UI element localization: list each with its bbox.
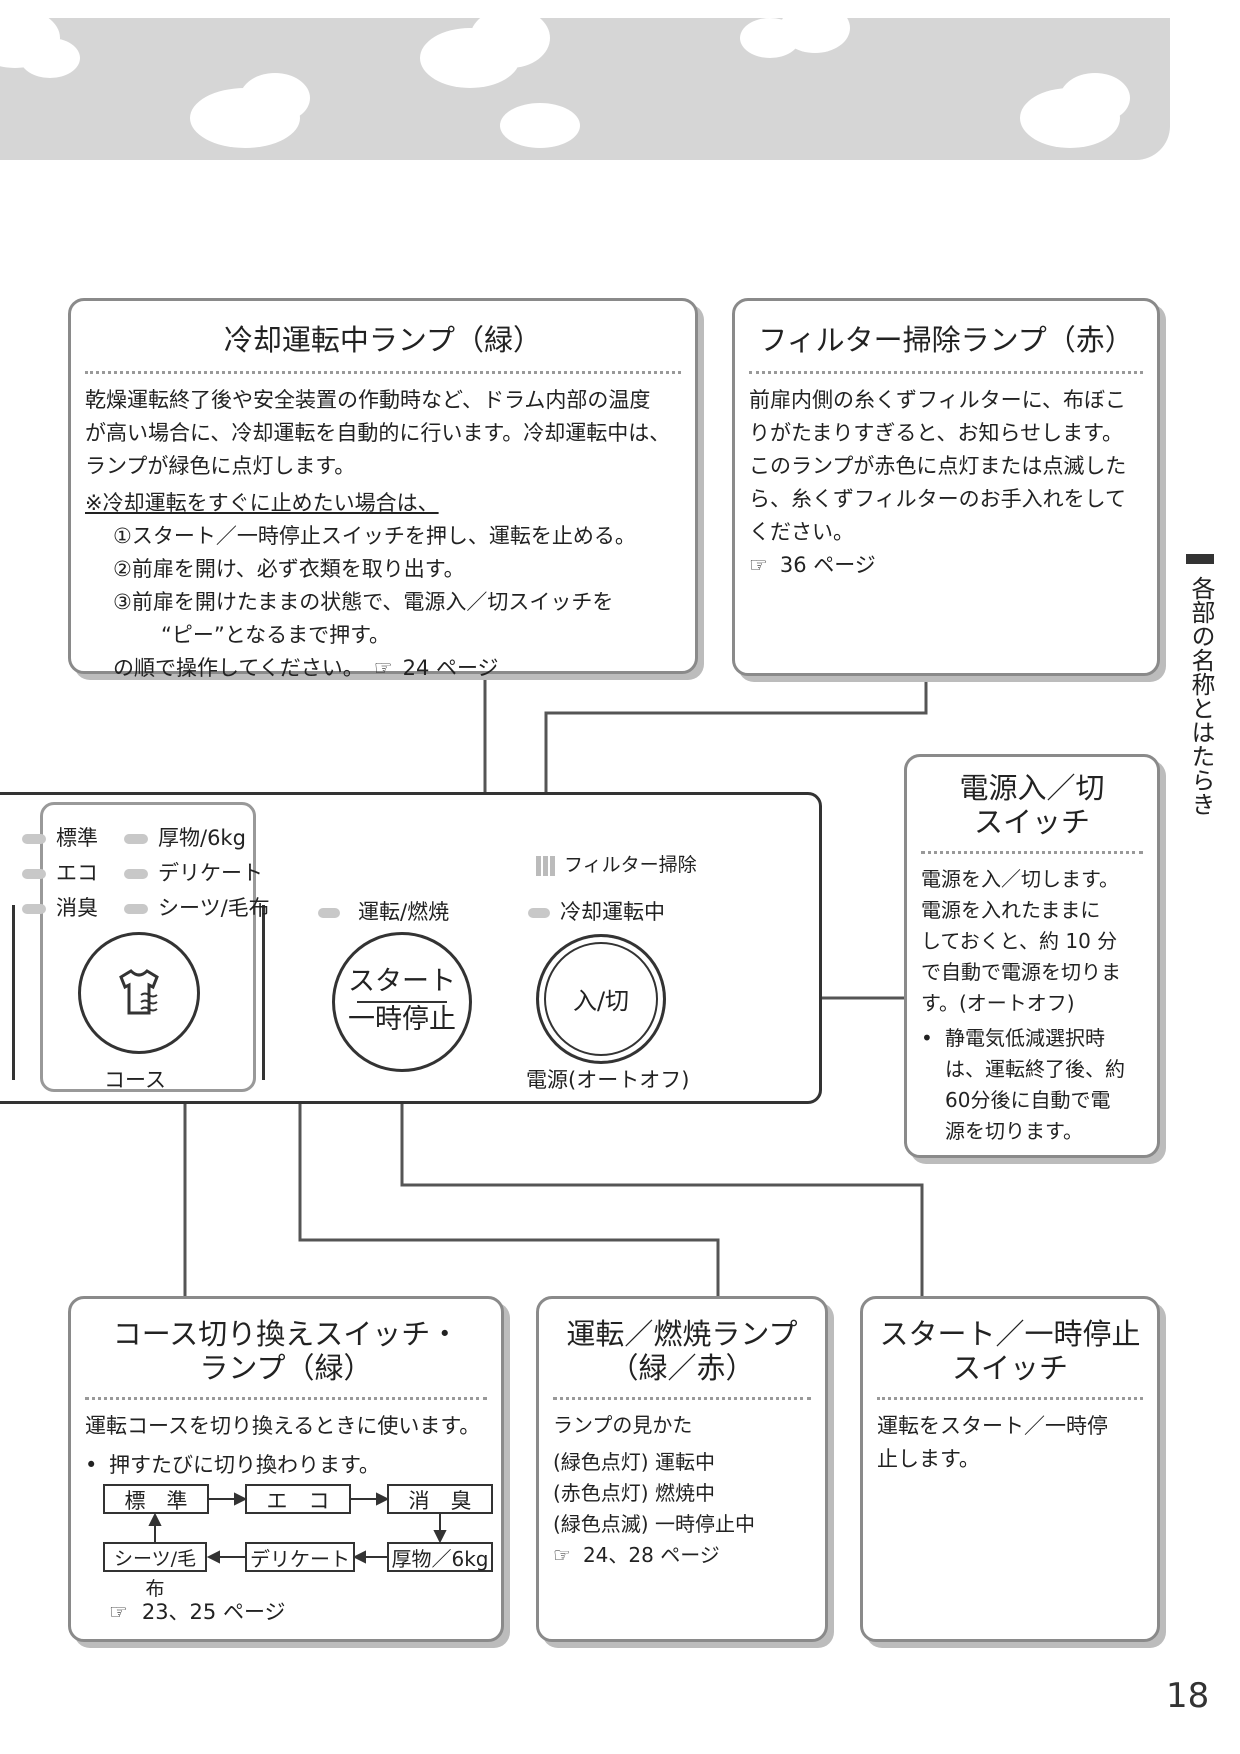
step-3: ③前扉を開けたままの状態で、電源入／切スイッチを bbox=[113, 590, 614, 614]
filter-lamp-box: フィルター掃除ランプ（赤） 前扉内側の糸くずフィルターに、布ぼこ りがたまりすぎ… bbox=[732, 298, 1160, 676]
power-button[interactable]: 入/切 bbox=[536, 934, 666, 1064]
panel-edge bbox=[12, 905, 15, 1080]
power-switch-description: 電源を入／切します。 電源を入れたままに しておくと、約 10 分 で自動で電源… bbox=[921, 867, 1125, 1143]
start-switch-box: スタート／一時停止 スイッチ 運転をスタート／一時停 止します。 bbox=[860, 1296, 1160, 1642]
step-2: ②前扉を開け、必ず衣類を取り出す。 bbox=[113, 557, 465, 581]
course-lamp-delicate: デリケート bbox=[124, 857, 263, 887]
filter-lamp-indicator: フィルター掃除 bbox=[536, 850, 697, 877]
cooling-lamp-box: 冷却運転中ランプ（緑） 乾燥運転終了後や安全装置の作動時など、ドラム内部の温度 … bbox=[68, 298, 698, 680]
run-lamp-box: 運転／燃焼ランプ （緑／赤） ランプの見かた (緑色点灯) 運転中 (赤色点灯)… bbox=[536, 1296, 828, 1642]
course-switch-box: コース切り換えスイッチ・ ランプ（緑） 運転コースを切り換えるときに使います。 … bbox=[68, 1296, 504, 1642]
reference-hand-icon: ☞ bbox=[109, 1600, 128, 1624]
shirt-icon bbox=[119, 969, 159, 1015]
course-switch-description: 運転コースを切り換えるときに使います。 •押すたびに切り換わります。 bbox=[85, 1414, 481, 1477]
side-tab-label: 各部の名称とはたらき bbox=[1187, 576, 1215, 816]
flow-arrows bbox=[148, 1492, 447, 1564]
course-lamp-eco: エコ bbox=[22, 857, 98, 887]
reference-hand-icon: ☞ bbox=[553, 1543, 571, 1567]
start-switch-description: 運転をスタート／一時停 止します。 bbox=[877, 1414, 1108, 1471]
power-label: 電源(オートオフ) bbox=[526, 1068, 690, 1092]
filter-lamp-title: フィルター掃除ランプ（赤） bbox=[758, 323, 1134, 357]
reference-page: 24 ページ bbox=[402, 656, 499, 680]
course-lamp-deodorize: 消臭 bbox=[22, 892, 98, 922]
note-title: ※冷却運転をすぐに止めたい場合は、 bbox=[85, 491, 439, 515]
run-lamp-title: 運転／燃焼ランプ （緑／赤） bbox=[566, 1317, 798, 1385]
page-number: 18 bbox=[1166, 1676, 1210, 1716]
cooling-lamp-description: 乾燥運転終了後や安全装置の作動時など、ドラム内部の温度 が高い場合に、冷却運転を… bbox=[85, 384, 681, 685]
filter-lamp-icon bbox=[536, 855, 556, 876]
course-lamp-standard: 標準 bbox=[22, 822, 98, 852]
course-area bbox=[40, 802, 256, 1092]
run-lamp-indicator: 運転/燃焼 bbox=[318, 896, 449, 926]
course-button[interactable] bbox=[78, 932, 200, 1054]
side-tab-marker bbox=[1186, 554, 1214, 564]
start-pause-button[interactable]: スタート 一時停止 bbox=[332, 932, 472, 1072]
course-switch-title: コース切り換えスイッチ・ ランプ（緑） bbox=[112, 1317, 460, 1385]
reference-hand-icon: ☞ bbox=[373, 656, 393, 680]
reference-hand-icon: ☞ bbox=[749, 553, 768, 577]
cooling-lamp-title: 冷却運転中ランプ（緑） bbox=[223, 323, 543, 357]
course-lamp-sheets: シーツ/毛布 bbox=[124, 892, 270, 922]
header-banner bbox=[0, 18, 1170, 160]
power-switch-box: 電源入／切 スイッチ 電源を入／切します。 電源を入れたままに しておくと、約 … bbox=[904, 754, 1160, 1158]
course-label: コース bbox=[104, 1068, 166, 1092]
cooling-lamp-indicator: 冷却運転中 bbox=[528, 896, 665, 926]
start-switch-title: スタート／一時停止 スイッチ bbox=[879, 1317, 1141, 1385]
course-lamp-heavy: 厚物/6kg bbox=[124, 822, 246, 852]
power-switch-title: 電源入／切 スイッチ bbox=[959, 771, 1105, 839]
run-lamp-description: ランプの見かた (緑色点灯) 運転中 (赤色点灯) 燃焼中 (緑色点滅) 一時停… bbox=[553, 1413, 755, 1567]
course-flow-diagram: 標 準 エ コ 消 臭 厚物／6kg デリケート シーツ/毛布 bbox=[85, 1484, 493, 1600]
filter-lamp-description: 前扉内側の糸くずフィルターに、布ぼこ りがたまりすぎると、お知らせします。 この… bbox=[749, 388, 1127, 577]
step-1: ①スタート／一時停止スイッチを押し、運転を止める。 bbox=[113, 524, 636, 548]
